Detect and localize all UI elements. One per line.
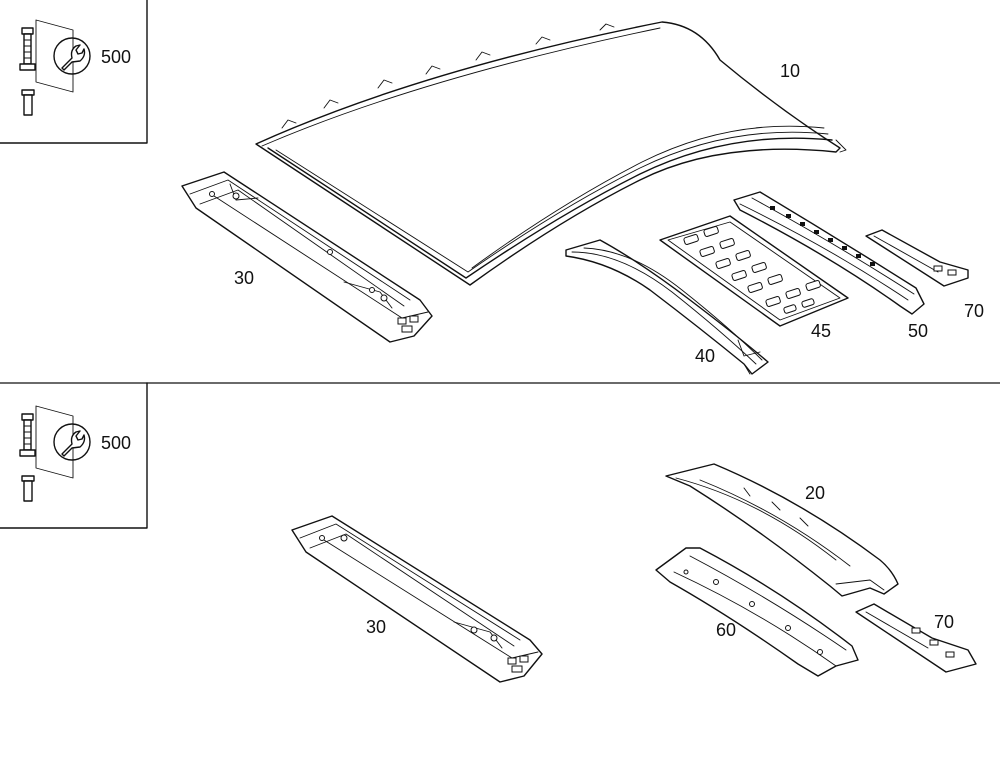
- callout-rear-frame-20: 20: [805, 483, 825, 503]
- callout-bracket-70-top: 70: [964, 301, 984, 321]
- wrench-icon: [53, 423, 91, 461]
- legend-box-bottom: 500: [0, 382, 148, 529]
- callout-roof-panel: 10: [780, 61, 800, 81]
- callout-roof-bow-40: 40: [695, 346, 715, 366]
- front-rail-part-top: [181, 171, 433, 343]
- callout-front-rail-bottom: 30: [366, 617, 386, 637]
- callout-bracket-70-bottom: 70: [934, 612, 954, 632]
- rear-roof-frame-part: [665, 463, 899, 597]
- rear-rail-60-part: [655, 547, 859, 677]
- fastener-icon: [19, 19, 74, 116]
- legend-box-top: 500: [0, 0, 148, 144]
- front-rail-part-bottom: [291, 515, 543, 683]
- callout-roof-rail-50: 50: [908, 321, 928, 341]
- callout-front-rail-top: 30: [234, 268, 254, 288]
- roof-panel-part: [255, 21, 847, 286]
- roof-bow-45-part: [659, 215, 849, 327]
- roof-rail-50-part: [733, 191, 925, 315]
- wrench-icon: [53, 37, 91, 75]
- bracket-70-part-bottom: [855, 603, 977, 673]
- legend-label: 500: [101, 433, 131, 453]
- roof-bow-40-part: [565, 239, 769, 375]
- callout-rear-rail-60: 60: [716, 620, 736, 640]
- fastener-icon: [19, 405, 74, 502]
- callout-roof-bow-45: 45: [811, 321, 831, 341]
- bracket-70-part-top: [865, 229, 969, 287]
- legend-label: 500: [101, 47, 131, 67]
